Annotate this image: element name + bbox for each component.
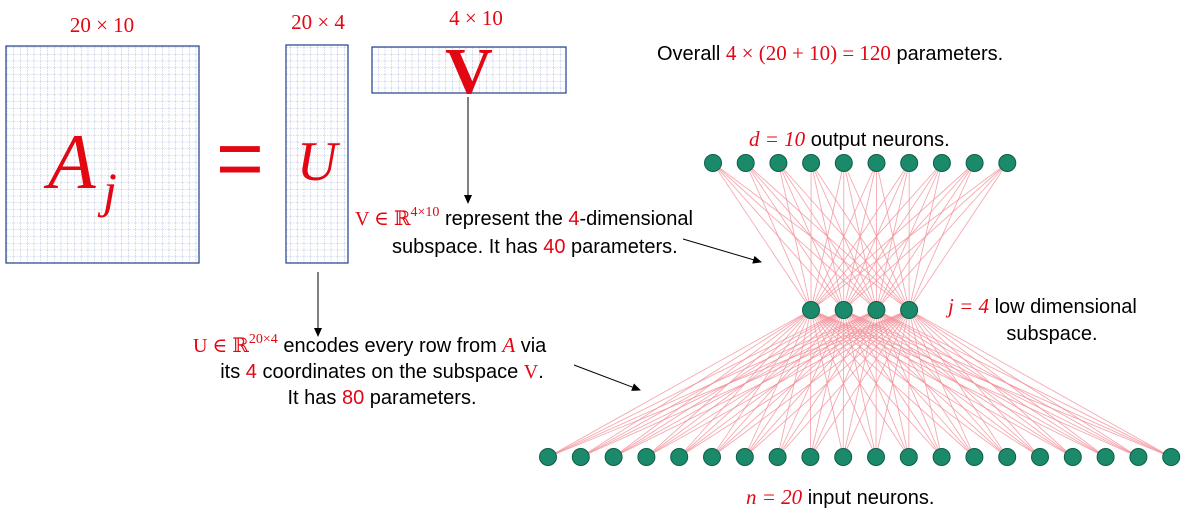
connection-hidden-input-3-10: [875, 309, 910, 458]
output-neuron-7: [900, 154, 919, 172]
connection-output-hidden-9-2: [876, 162, 1008, 311]
output-neuron-2: [736, 154, 755, 172]
input-neuron-8: [768, 448, 787, 466]
connection-output-hidden-9-3: [908, 162, 1008, 311]
connection-output-hidden-4-0: [810, 162, 845, 311]
input-neuron-2: [571, 448, 590, 466]
connection-hidden-input-3-16: [908, 309, 1074, 458]
connection-hidden-input-3-17: [908, 309, 1106, 458]
hidden-neuron-1: [802, 301, 820, 319]
matrix-v-grid: [371, 46, 567, 94]
v-annotation-line2: subspace. It has 40 parameters.: [392, 236, 678, 258]
input-neuron-1: [539, 448, 557, 466]
connection-hidden-input-0-0: [547, 309, 812, 458]
output-neuron-8: [932, 154, 951, 172]
matrix-u-dim-label: 20 × 4: [291, 10, 345, 34]
matrix-a: 20 × 10 A j: [5, 13, 200, 264]
connection-output-hidden-9-1: [843, 162, 1008, 311]
connection-hidden-input-3-18: [908, 309, 1139, 458]
input-layer-label: n = 20 input neurons.: [746, 485, 935, 509]
v-annotation: V ∈ ℝ4×10 represent the 4-dimensional su…: [355, 205, 693, 258]
hidden-layer-label-line1: j = 4 low dimensional: [945, 294, 1137, 318]
input-neuron-14: [965, 448, 984, 466]
matrix-u-symbol: U: [297, 131, 341, 193]
output-neuron-10: [998, 154, 1017, 172]
network-connections: [547, 162, 1172, 458]
connection-hidden-input-3-6: [744, 309, 910, 458]
connection-hidden-input-3-5: [711, 309, 910, 458]
connection-hidden-input-3-13: [908, 309, 975, 458]
arrow-v-to-network: [682, 238, 762, 264]
input-neuron-19: [1129, 448, 1148, 466]
connection-hidden-input-2-0: [547, 309, 877, 458]
output-neuron-3: [769, 154, 788, 172]
input-neuron-18: [1096, 448, 1115, 466]
connection-output-hidden-1-0: [745, 162, 812, 311]
input-neuron-16: [1031, 448, 1049, 466]
connection-output-hidden-7-0: [810, 162, 943, 311]
u-annotation-line1: U ∈ ℝ20×4 encodes every row from A via: [193, 332, 547, 357]
connection-hidden-input-3-12: [908, 309, 943, 458]
matrix-v-dim-label: 4 × 10: [449, 6, 503, 30]
input-neuron-20: [1162, 448, 1181, 466]
hidden-layer-label: j = 4 low dimensional subspace.: [945, 294, 1137, 345]
matrix-v: 4 × 10 V: [371, 6, 567, 108]
connection-hidden-input-3-0: [547, 309, 910, 458]
connection-hidden-input-3-19: [908, 309, 1172, 458]
u-annotation: U ∈ ℝ20×4 encodes every row from A via i…: [193, 332, 547, 409]
u-annotation-line2: its 4 coordinates on the subspace V.: [220, 361, 544, 383]
hidden-neuron-3: [867, 301, 886, 319]
input-neuron-9: [801, 448, 820, 466]
connection-hidden-input-3-8: [810, 309, 910, 458]
overall-parameters-text: Overall 4 × (20 + 10) = 120 parameters.: [657, 41, 1003, 65]
input-neuron-3: [604, 448, 623, 466]
connection-output-hidden-0-0: [712, 162, 812, 311]
connection-hidden-input-3-3: [646, 309, 910, 458]
output-layer-label: d = 10 output neurons.: [749, 127, 950, 151]
connection-hidden-input-3-4: [678, 309, 910, 458]
input-neuron-7: [735, 448, 754, 466]
output-neuron-4: [802, 154, 821, 172]
output-neuron-9: [965, 154, 984, 172]
output-neuron-1: [704, 154, 722, 172]
connection-output-hidden-6-0: [810, 162, 910, 311]
network-neurons: [539, 154, 1181, 466]
input-neuron-5: [670, 448, 689, 466]
matrix-a-grid: [5, 45, 200, 264]
hidden-neuron-4: [900, 301, 919, 319]
hidden-neuron-2: [834, 301, 853, 319]
matrix-a-dim-label: 20 × 10: [70, 13, 134, 37]
connection-hidden-input-3-15: [908, 309, 1041, 458]
connection-output-hidden-9-0: [810, 162, 1008, 311]
connection-hidden-input-3-14: [908, 309, 1008, 458]
input-neuron-13: [932, 448, 951, 466]
hidden-layer-label-line2: subspace.: [1006, 323, 1097, 345]
input-neuron-10: [834, 448, 853, 466]
input-neuron-17: [1063, 448, 1082, 466]
input-neuron-12: [899, 448, 918, 466]
connection-hidden-input-3-1: [580, 309, 910, 458]
matrix-u-grid: [285, 44, 349, 264]
output-neuron-6: [867, 154, 886, 172]
connection-output-hidden-5-0: [810, 162, 877, 311]
arrow-u-to-network: [573, 364, 641, 391]
matrix-a-symbol: A: [43, 118, 96, 205]
input-neuron-6: [703, 448, 721, 466]
connection-hidden-input-3-7: [777, 309, 910, 458]
equals-sign: =: [216, 113, 264, 204]
matrix-u: 20 × 4 U: [285, 10, 349, 264]
connection-hidden-input-1-0: [547, 309, 844, 458]
output-neuron-5: [834, 154, 853, 172]
connection-output-hidden-8-0: [810, 162, 975, 311]
connection-output-hidden-2-0: [777, 162, 812, 311]
input-neuron-4: [637, 448, 656, 466]
u-annotation-line3: It has 80 parameters.: [288, 387, 477, 409]
connection-hidden-input-3-2: [613, 309, 910, 458]
input-neuron-11: [867, 448, 885, 466]
input-neuron-15: [998, 448, 1017, 466]
matrix-v-symbol: V: [445, 35, 493, 108]
connection-hidden-input-3-9: [842, 309, 910, 458]
v-annotation-line1: V ∈ ℝ4×10 represent the 4-dimensional: [355, 205, 693, 230]
